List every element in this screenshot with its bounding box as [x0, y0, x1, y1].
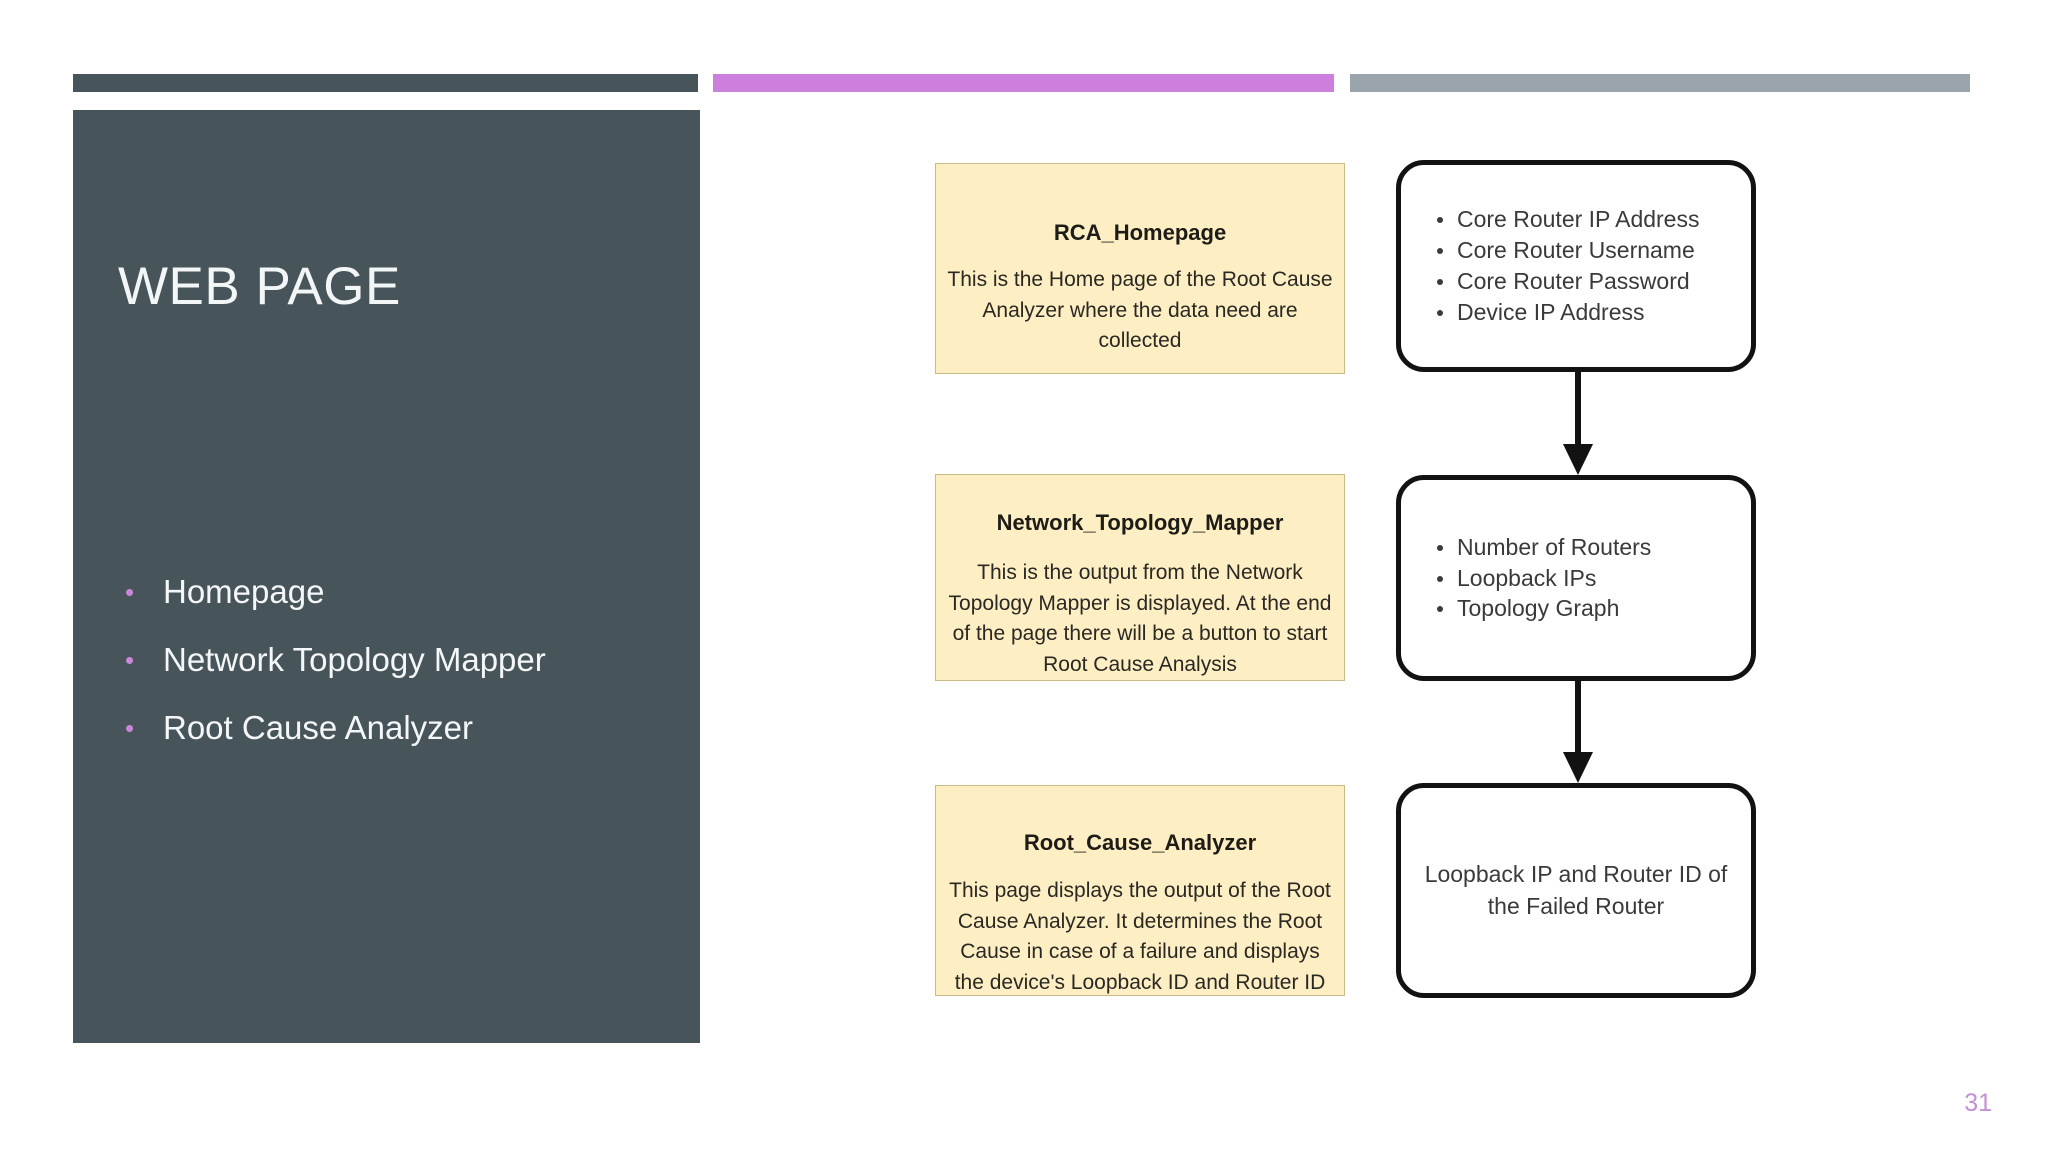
bullet-label: Network Topology Mapper [163, 641, 546, 678]
note-body: This page displays the output of the Roo… [949, 879, 1331, 994]
bullet-list: • Homepage • Network Topology Mapper • R… [115, 558, 680, 762]
header-bar-gray [1350, 74, 1970, 92]
bullet-label: Homepage [163, 573, 325, 610]
note-body: This is the Home page of the Root Cause … [947, 268, 1333, 353]
page-title: WEB PAGE [118, 257, 401, 316]
flow-box-topology-output: Number of Routers Loopback IPs Topology … [1396, 475, 1756, 681]
note-title: Network_Topology_Mapper [996, 510, 1284, 535]
flow-list-item: Core Router Password [1436, 266, 1699, 297]
note-title: Root_Cause_Analyzer [1023, 830, 1257, 855]
bullet-dot-icon: • [125, 577, 135, 607]
bullet-dot-icon: • [125, 713, 135, 743]
note-card-network-topology-mapper: Network_Topology_Mapper This is the outp… [935, 474, 1345, 681]
list-item[interactable]: • Homepage [115, 558, 680, 626]
note-body: This is the output from the Network Topo… [948, 561, 1332, 676]
flow-box-failed-router-result: Loopback IP and Router ID of the Failed … [1396, 783, 1756, 998]
flow-list-item: Loopback IPs [1436, 563, 1651, 594]
note-card-rca-homepage: RCA_Homepage This is the Home page of th… [935, 163, 1345, 374]
flow-list-item: Number of Routers [1436, 532, 1651, 563]
title-panel: WEB PAGE • Homepage • Network Topology M… [73, 110, 700, 1043]
flow-box-inputs: Core Router IP Address Core Router Usern… [1396, 160, 1756, 372]
bullet-dot-icon: • [125, 645, 135, 675]
header-bar-accent [713, 74, 1334, 92]
note-card-root-cause-analyzer: Root_Cause_Analyzer This page displays t… [935, 785, 1345, 996]
flow-list-item: Topology Graph [1436, 593, 1651, 624]
flow-list-item: Device IP Address [1436, 297, 1699, 328]
arrow-connector-icon [1563, 372, 1593, 475]
bullet-label: Root Cause Analyzer [163, 709, 474, 746]
flow-box-list: Core Router IP Address Core Router Usern… [1401, 204, 1699, 327]
flow-list-item: Core Router IP Address [1436, 204, 1699, 235]
flow-box-text: Loopback IP and Router ID of the Failed … [1424, 861, 1728, 919]
list-item[interactable]: • Network Topology Mapper [115, 626, 680, 694]
flow-list-item: Core Router Username [1436, 235, 1699, 266]
flow-box-list: Number of Routers Loopback IPs Topology … [1401, 532, 1651, 624]
list-item[interactable]: • Root Cause Analyzer [115, 694, 680, 762]
arrow-connector-icon [1563, 681, 1593, 783]
note-title: RCA_Homepage [1053, 220, 1227, 245]
header-bar-dark [73, 74, 698, 92]
page-number: 31 [1964, 1089, 1992, 1117]
